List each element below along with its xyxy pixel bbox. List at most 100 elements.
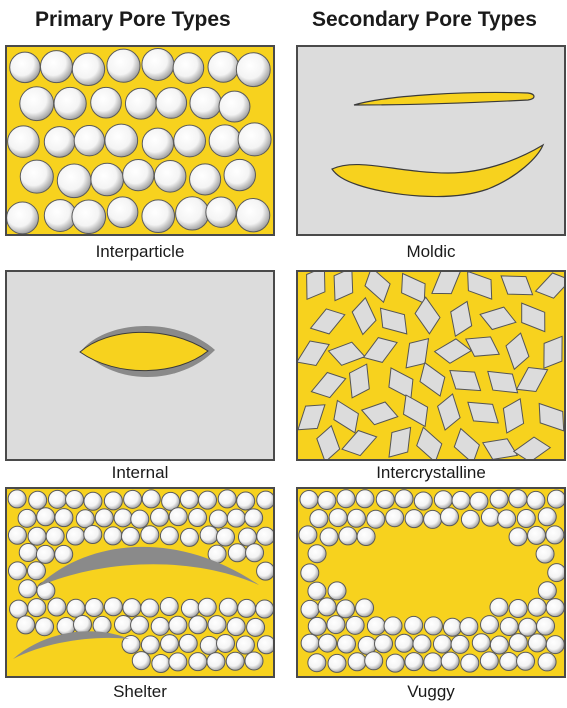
crystal (402, 274, 426, 304)
grain (55, 545, 73, 563)
grain (107, 197, 138, 228)
shelter-illustration (7, 489, 273, 676)
grain (125, 88, 156, 119)
grain (384, 617, 402, 635)
grain (48, 490, 66, 508)
crystal (488, 371, 518, 392)
vuggy-caption: Vuggy (296, 682, 566, 702)
grain (132, 652, 150, 670)
grain (318, 492, 336, 510)
grain (141, 636, 159, 654)
internal-caption: Internal (5, 463, 275, 483)
grain (367, 510, 385, 528)
grain (48, 598, 66, 616)
crystal (364, 338, 398, 363)
grain (217, 634, 235, 652)
grain (386, 654, 404, 672)
grain (339, 527, 357, 545)
grain (238, 123, 271, 156)
grain (44, 127, 75, 158)
grain (66, 490, 84, 508)
grain (424, 653, 442, 671)
grain (20, 160, 53, 193)
secondary-pore-types-heading: Secondary Pore Types (312, 8, 537, 32)
grain (500, 618, 518, 636)
crystal (536, 273, 564, 298)
grain (46, 527, 64, 545)
grain (461, 654, 479, 672)
grain (66, 527, 84, 545)
grain (84, 526, 102, 544)
crystal (483, 439, 518, 459)
crystal (539, 404, 564, 431)
grain (72, 53, 104, 85)
grain (443, 618, 461, 636)
crystal (415, 297, 440, 334)
grain (528, 598, 546, 616)
grain (160, 598, 178, 616)
moldic-pore-upper (354, 93, 534, 106)
grain (169, 653, 187, 671)
grain (20, 87, 54, 121)
grain (375, 635, 393, 653)
grain (208, 616, 226, 634)
grain (441, 508, 459, 526)
grain (131, 616, 149, 634)
interparticle-panel (5, 45, 275, 236)
grain (548, 564, 564, 582)
grain (114, 616, 132, 634)
grain (247, 618, 265, 636)
grain (257, 636, 273, 654)
grain (452, 491, 470, 509)
grain (152, 654, 170, 672)
grain (190, 164, 221, 195)
grain (509, 490, 527, 508)
grain (405, 653, 423, 671)
grain (299, 526, 317, 544)
grain (424, 510, 442, 528)
grain (376, 490, 394, 508)
crystal (342, 431, 377, 456)
grain (74, 616, 92, 634)
grain (123, 599, 141, 617)
grain (546, 599, 564, 617)
crystal (350, 364, 370, 398)
crystal (389, 427, 411, 457)
grain (142, 48, 174, 80)
interparticle-illustration (7, 47, 273, 234)
grain (245, 652, 263, 670)
grain (95, 509, 113, 527)
grain (105, 124, 138, 157)
crystal (468, 272, 492, 299)
grain (208, 52, 239, 83)
grain (490, 490, 508, 508)
grain (190, 87, 221, 118)
grain (10, 52, 40, 82)
crystal (450, 371, 481, 391)
grain (245, 509, 263, 527)
shelter-panel (5, 487, 275, 678)
grain (84, 492, 102, 510)
crystal (417, 427, 442, 459)
crystal (466, 337, 499, 356)
crystal (311, 373, 345, 398)
grain (413, 635, 431, 653)
grain (36, 618, 54, 636)
grain (481, 508, 499, 526)
grain (181, 528, 199, 546)
grain (181, 599, 199, 617)
grain (547, 490, 564, 508)
grain (538, 653, 556, 671)
grain (8, 126, 40, 158)
moldic-illustration (298, 47, 564, 234)
grain (356, 599, 374, 617)
crystal (522, 303, 545, 332)
grain (405, 616, 423, 634)
grain (72, 200, 106, 234)
grain (257, 491, 273, 509)
grain (517, 652, 535, 670)
grain (124, 490, 142, 508)
grain (414, 492, 432, 510)
intercrystalline-caption: Intercrystalline (296, 463, 566, 483)
grain (219, 598, 237, 616)
